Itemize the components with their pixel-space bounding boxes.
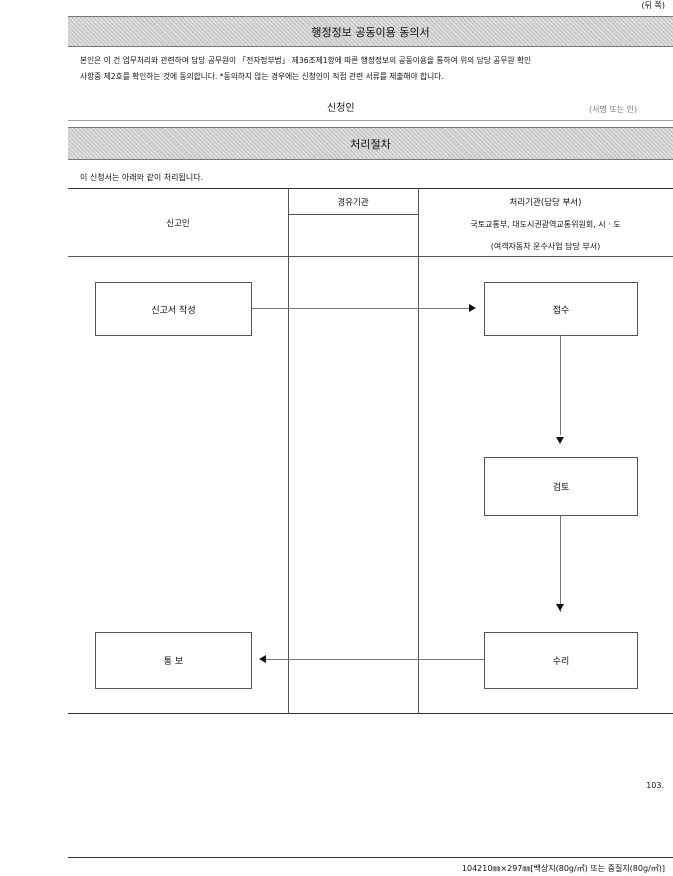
consent-text-line2: 사항중 제2호를 확인하는 것에 동의합니다. *동의하지 않는 경우에는 신청… [80, 72, 444, 81]
step-notify-label: 통 보 [163, 657, 184, 667]
arrow-left-icon [259, 655, 266, 663]
step-acceptance-label: 수리 [552, 657, 570, 667]
page-number: 103. [646, 781, 664, 790]
arrow-down-icon [556, 604, 564, 611]
footer-rule [68, 857, 673, 858]
table-top-rule [68, 188, 673, 189]
column-divider-1 [288, 188, 289, 714]
step-review: 검토 [484, 457, 638, 516]
column-header-processor-line1: 국토교통부, 대도시권광역교통위원회, 시 · 도 [470, 220, 621, 229]
consent-title-band: 행정정보 공동이용 동의서 [68, 16, 673, 47]
column-header-agency: 경유기관 [337, 198, 369, 208]
table-bottom-rule [68, 713, 673, 714]
header-bottom-rule [68, 256, 673, 257]
connector-review-to-acceptance [560, 515, 561, 612]
paper-spec: 104210㎜×297㎜[백상지(80g/㎡) 또는 중질지(80g/㎡)] [461, 864, 665, 873]
connector-receipt-to-review [560, 335, 561, 435]
consent-text-line1: 본인은 이 건 업무처리와 관련하여 담당 공무원이 「전자정부법」 제36조제… [80, 56, 532, 65]
step-write-report-label: 신고서 작성 [151, 305, 196, 316]
consent-divider [68, 120, 673, 121]
arrow-down-icon [556, 437, 564, 444]
step-write-report: 신고서 작성 [95, 282, 252, 336]
signature-label: (서명 또는 인) [589, 105, 638, 114]
consent-title: 행정정보 공동이용 동의서 [311, 26, 430, 39]
step-receipt-label: 접수 [552, 305, 570, 316]
step-acceptance: 수리 [484, 632, 638, 689]
step-notify: 통 보 [95, 632, 252, 689]
column-header-processor: 처리기관(담당 부서) [509, 198, 582, 208]
arrow-right-icon [469, 304, 476, 312]
column-divider-2 [418, 188, 419, 714]
page-side-label: (뒤 쪽) [641, 1, 665, 10]
header-inner-rule [288, 214, 418, 215]
procedure-title-band: 처리절차 [68, 127, 673, 160]
applicant-label: 신청인 [327, 103, 355, 114]
column-header-processor-line2: (여객자동차 운수사업 담당 부서) [490, 242, 601, 251]
connector-write-to-receipt [251, 308, 469, 309]
column-header-reporter: 신고인 [166, 219, 190, 229]
step-receipt: 접수 [484, 282, 638, 336]
connector-acceptance-to-notify [266, 659, 484, 660]
procedure-intro: 이 신청서는 아래와 같이 처리됩니다. [80, 173, 204, 182]
step-review-label: 검토 [552, 483, 570, 493]
procedure-title: 처리절차 [350, 138, 391, 151]
